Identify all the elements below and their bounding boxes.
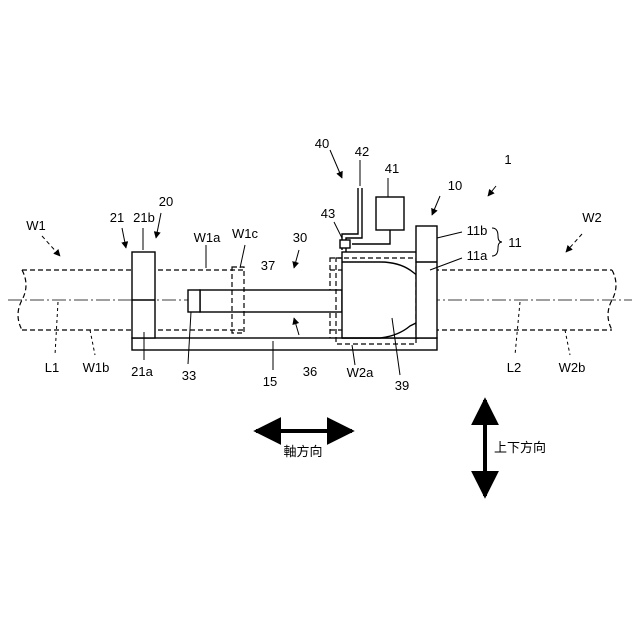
- head-39: [336, 252, 418, 344]
- label-l2: L2: [507, 360, 521, 375]
- power-box-41: [376, 197, 404, 230]
- label-30: 30: [293, 230, 307, 245]
- label-40: 40: [315, 136, 329, 151]
- label-w2a: W2a: [347, 365, 375, 380]
- label-10: 10: [448, 178, 462, 193]
- clamp-21: [132, 252, 155, 338]
- label-39: 39: [395, 378, 409, 393]
- label-w1: W1: [26, 218, 46, 233]
- coil-43: [340, 240, 350, 248]
- base-15: [132, 338, 437, 350]
- label-21: 21: [110, 210, 124, 225]
- label-axial-direction: 軸方向: [283, 444, 322, 459]
- label-11: 11: [508, 235, 522, 250]
- label-43: 43: [321, 206, 335, 221]
- label-w1b: W1b: [83, 360, 110, 375]
- label-w1c: W1c: [232, 226, 259, 241]
- label-w2b: W2b: [559, 360, 586, 375]
- mandrel-rod-37: [188, 290, 342, 312]
- label-w1a: W1a: [194, 230, 222, 245]
- label-33: 33: [182, 368, 196, 383]
- label-11a: 11a: [467, 248, 488, 263]
- label-36: 36: [303, 364, 317, 379]
- label-20: 20: [159, 194, 173, 209]
- label-w2: W2: [582, 210, 602, 225]
- label-vertical-direction: 上下方向: [494, 440, 546, 455]
- label-42: 42: [355, 144, 369, 159]
- label-21b: 21b: [133, 210, 155, 225]
- label-41: 41: [385, 161, 399, 176]
- label-37: 37: [261, 258, 275, 273]
- heater-40: [340, 188, 404, 252]
- label-11b: 11b: [467, 223, 488, 238]
- label-1: 1: [504, 152, 511, 167]
- clamp-11: [416, 226, 437, 338]
- label-l1: L1: [45, 360, 59, 375]
- label-21a: 21a: [131, 364, 153, 379]
- label-15: 15: [263, 374, 277, 389]
